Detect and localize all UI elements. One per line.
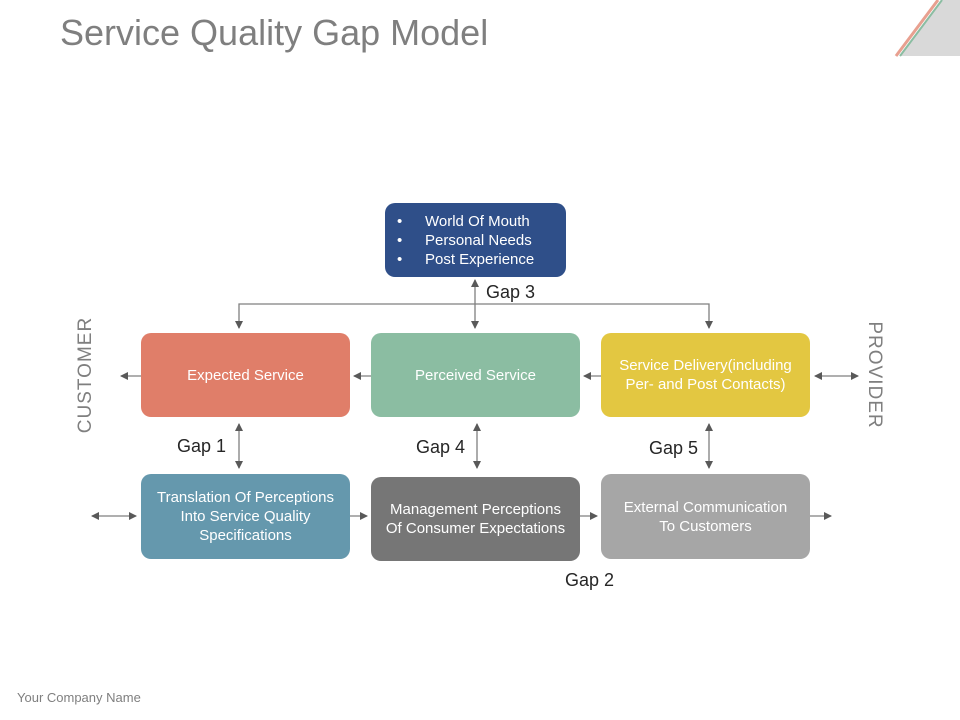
- gap-1-label: Gap 1: [177, 436, 227, 456]
- influences-box: World Of Mouth Personal Needs Post Exper…: [385, 203, 566, 277]
- company-name-footer: Your Company Name: [17, 690, 141, 705]
- influence-item: Post Experience: [397, 250, 534, 269]
- influence-item: Personal Needs: [397, 231, 534, 250]
- management-perceptions-label: Management Perceptions Of Consumer Expec…: [385, 501, 566, 537]
- influence-item: World Of Mouth: [397, 212, 534, 231]
- translation-label: Translation Of Perceptions Into Service …: [156, 489, 335, 544]
- perceived-service-box: Perceived Service: [371, 333, 580, 417]
- slide-title: Service Quality Gap Model: [60, 12, 489, 53]
- gap-5-label: Gap 5: [649, 438, 699, 458]
- external-communication-box: External Communication To Customers: [601, 474, 810, 559]
- service-delivery-box: Service Delivery(including Per- and Post…: [601, 333, 810, 417]
- expected-service-box: Expected Service: [141, 333, 350, 417]
- provider-label: PROVIDER: [864, 321, 885, 429]
- gap-3-label: Gap 3: [486, 282, 536, 302]
- perceived-service-label: Perceived Service: [415, 366, 536, 384]
- expected-service-label: Expected Service: [187, 366, 304, 384]
- gap-4-label: Gap 4: [416, 437, 466, 457]
- customer-label: CUSTOMER: [75, 316, 96, 434]
- service-delivery-label: Service Delivery(including Per- and Post…: [619, 357, 792, 393]
- influences-list: World Of Mouth Personal Needs Post Exper…: [397, 212, 534, 269]
- management-perceptions-box: Management Perceptions Of Consumer Expec…: [371, 477, 580, 561]
- external-communication-label: External Communication To Customers: [623, 498, 788, 535]
- translation-box: Translation Of Perceptions Into Service …: [141, 474, 350, 559]
- corner-decoration: [894, 0, 960, 57]
- gap-2-label: Gap 2: [565, 570, 615, 590]
